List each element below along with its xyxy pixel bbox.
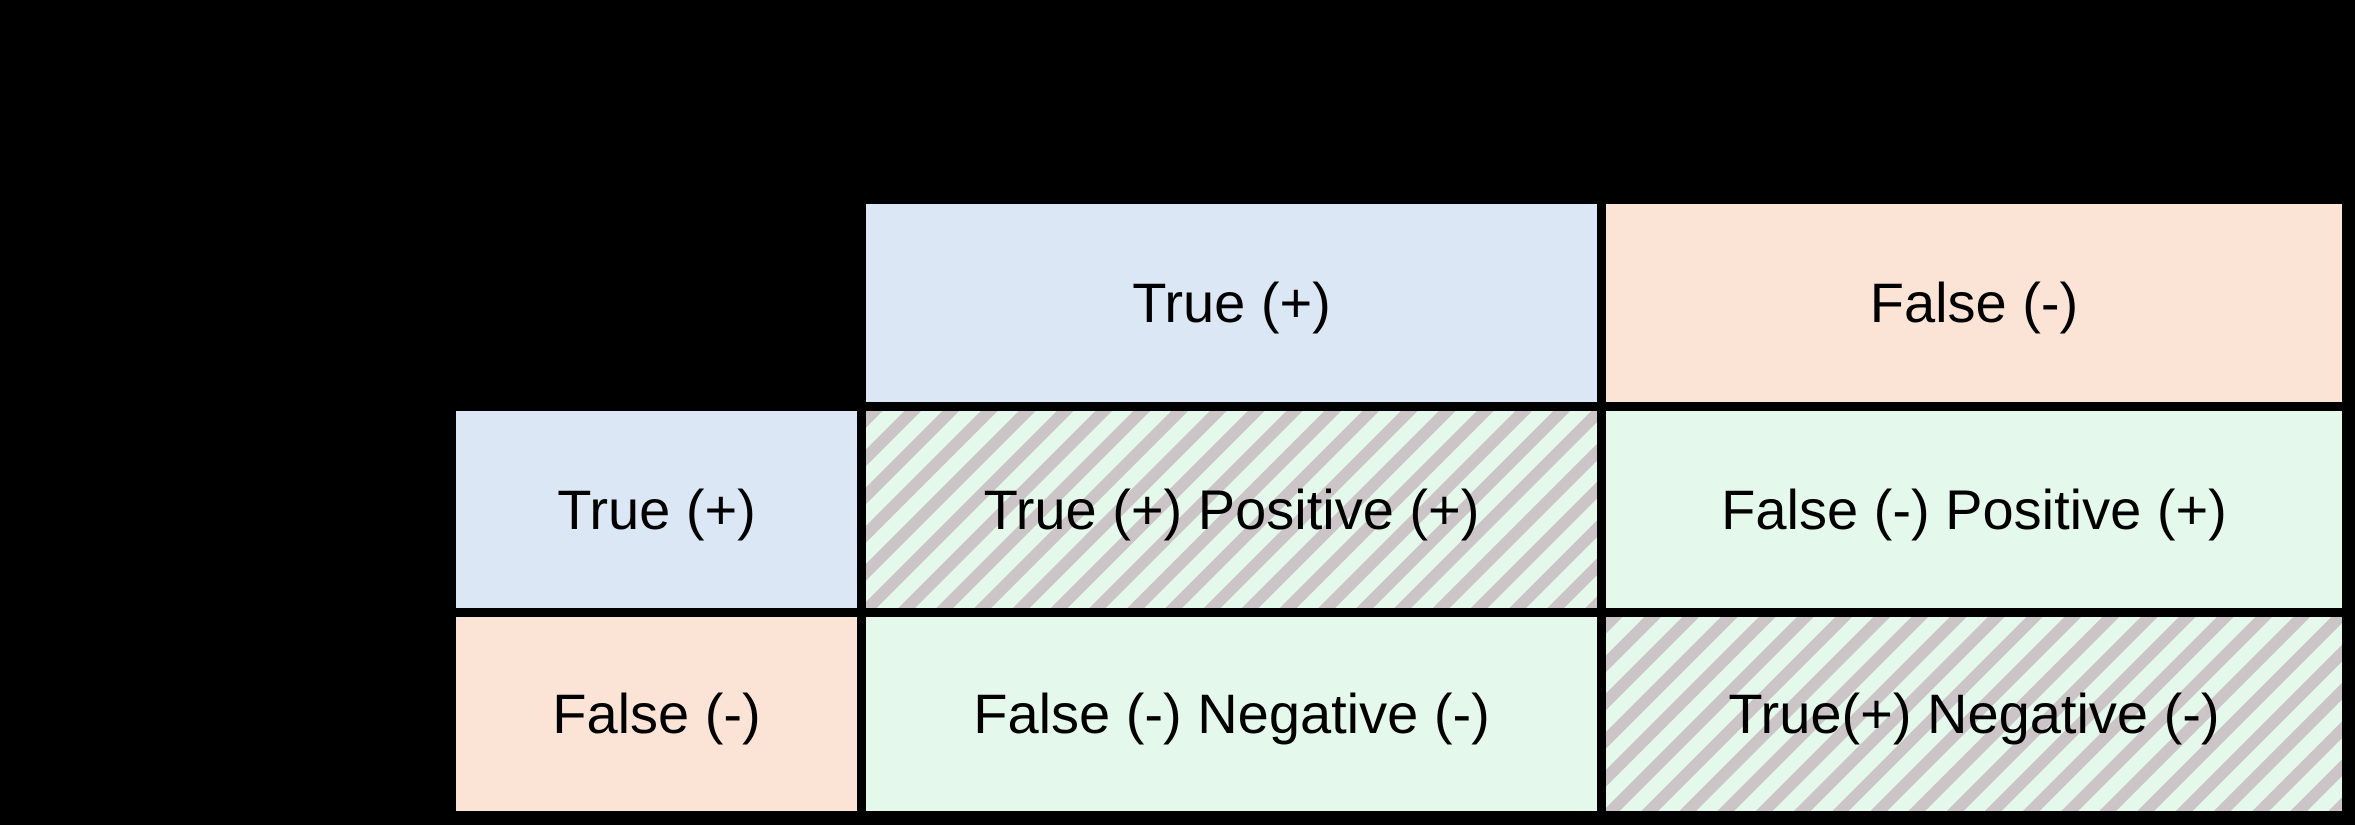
cell-false-positive: False (-) Positive (+)	[1605, 410, 2343, 609]
column-header-false: False (-)	[1605, 203, 2343, 403]
row-header-true: True (+)	[455, 410, 858, 609]
column-header-true: True (+)	[865, 203, 1598, 403]
cell-true-negative: True(+) Negative (-)	[1605, 616, 2343, 812]
row-header-false: False (-)	[455, 616, 858, 812]
confusion-matrix-table: True (+) False (-) True (+) True (+) Pos…	[455, 203, 2343, 812]
cell-false-negative: False (-) Negative (-)	[865, 616, 1598, 812]
matrix-corner-empty-cell	[455, 203, 858, 403]
cell-true-positive: True (+) Positive (+)	[865, 410, 1598, 609]
